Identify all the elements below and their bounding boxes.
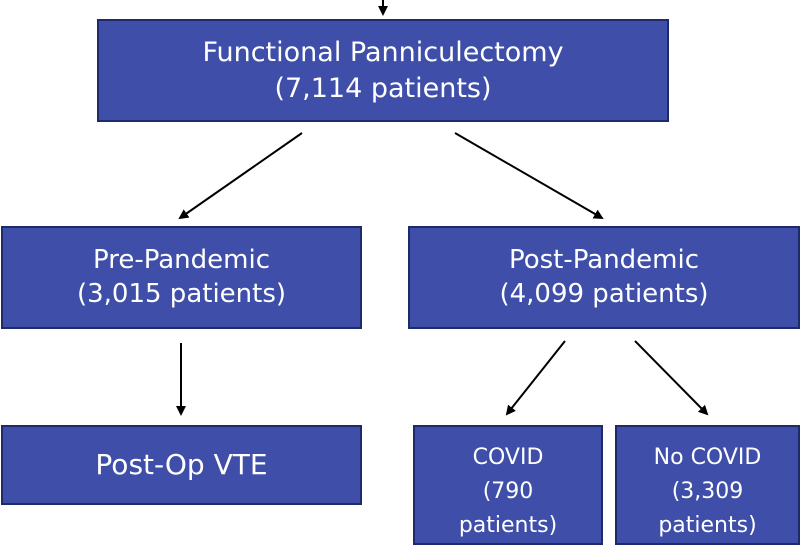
box-title: Functional Panniculectomy	[202, 37, 564, 69]
arrow-post-to-covid	[505, 340, 566, 416]
pre-pandemic-box: Pre-Pandemic (3,015 patients)	[1, 226, 362, 329]
box-title: No COVID	[653, 445, 762, 470]
box-count: (3,309	[671, 479, 744, 505]
box-count: (7,114 patients)	[274, 72, 492, 104]
arrow-top-to-post	[454, 132, 604, 220]
arrow-top-to-pre	[178, 132, 303, 220]
box-title: Pre-Pandemic	[93, 244, 270, 275]
box-count: (4,099 patients)	[499, 278, 709, 309]
post-pandemic-box: Post-Pandemic (4,099 patients)	[408, 226, 800, 329]
box-count: (3,015 patients)	[76, 278, 287, 309]
box-count: (790	[482, 479, 534, 505]
box-title: Post-Op VTE	[95, 447, 268, 481]
box-title: COVID	[472, 445, 544, 470]
no-covid-box: No COVID (3,309 patients)	[615, 425, 800, 545]
post-op-vte-box: Post-Op VTE	[1, 425, 362, 505]
covid-box: COVID (790 patients)	[413, 425, 603, 545]
functional-panniculectomy-box: Functional Panniculectomy (7,114 patient…	[97, 19, 669, 122]
box-title: Post-Pandemic	[508, 244, 700, 275]
arrows-layer	[176, 0, 709, 416]
box-count-unit: patients)	[658, 513, 757, 539]
arrow-post-to-no-covid	[634, 340, 709, 416]
box-count-unit: patients)	[458, 513, 558, 539]
